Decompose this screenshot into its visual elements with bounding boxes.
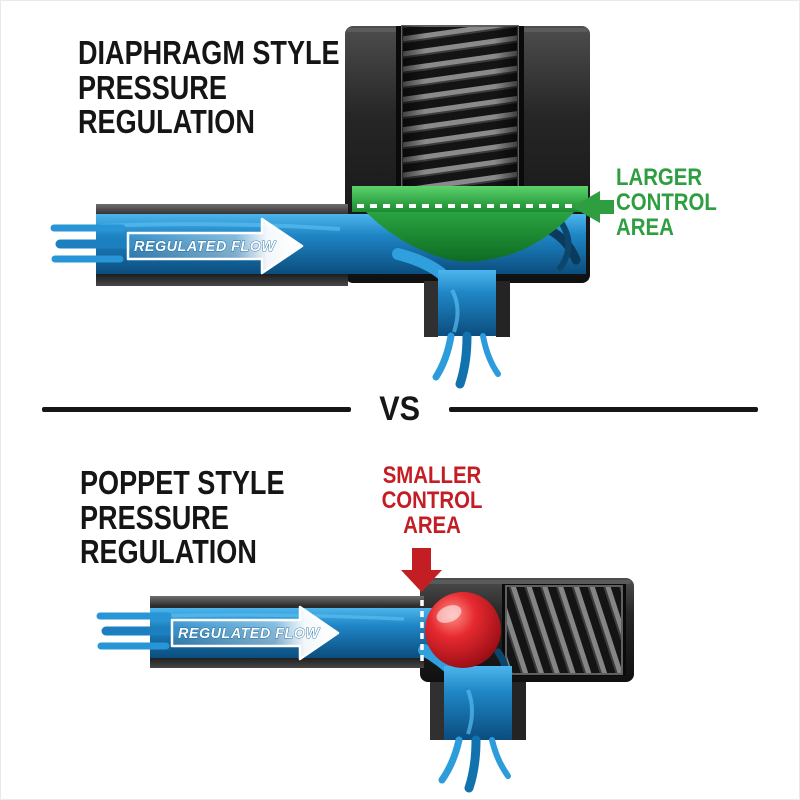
divider-line-left xyxy=(42,406,352,412)
vs-label: VS xyxy=(379,389,421,428)
adjustment-screw-threads xyxy=(396,25,524,198)
diaphragm xyxy=(352,186,588,262)
inlet-flow-streaks xyxy=(50,224,135,263)
smaller-control-area-callout: SMALLER CONTROL AREA xyxy=(381,462,483,539)
inlet-flow-streaks xyxy=(96,612,181,650)
regulated-flow-arrow: REGULATED FLOW xyxy=(170,605,340,661)
regulated-flow-arrow: REGULATED FLOW xyxy=(126,217,304,275)
regulated-flow-label: REGULATED FLOW xyxy=(134,239,276,255)
outlet-pipe xyxy=(424,270,510,337)
poppet-section-title: POPPET STYLE PRESSURE REGULATION xyxy=(80,464,285,571)
outlet-flow-streaks xyxy=(438,735,511,793)
poppet-diagram: REGULATED FLOW xyxy=(96,548,634,793)
diaphragm-section-title: DIAPHRAGM STYLE PRESSURE REGULATION xyxy=(78,34,340,141)
smaller-area-down-arrow-icon xyxy=(401,548,442,592)
poppet-ball xyxy=(425,592,501,668)
vs-divider: VS xyxy=(42,389,759,428)
regulated-flow-label: REGULATED FLOW xyxy=(178,626,320,642)
spring-threads xyxy=(502,584,626,676)
divider-line-right xyxy=(448,406,759,412)
outlet-pipe xyxy=(430,666,526,740)
larger-area-left-arrow-icon xyxy=(572,191,614,223)
larger-control-area-callout: LARGER CONTROL AREA xyxy=(616,164,717,241)
outlet-flow-streaks xyxy=(432,331,501,389)
diaphragm-diagram: REGULATED FLOW xyxy=(50,25,614,389)
